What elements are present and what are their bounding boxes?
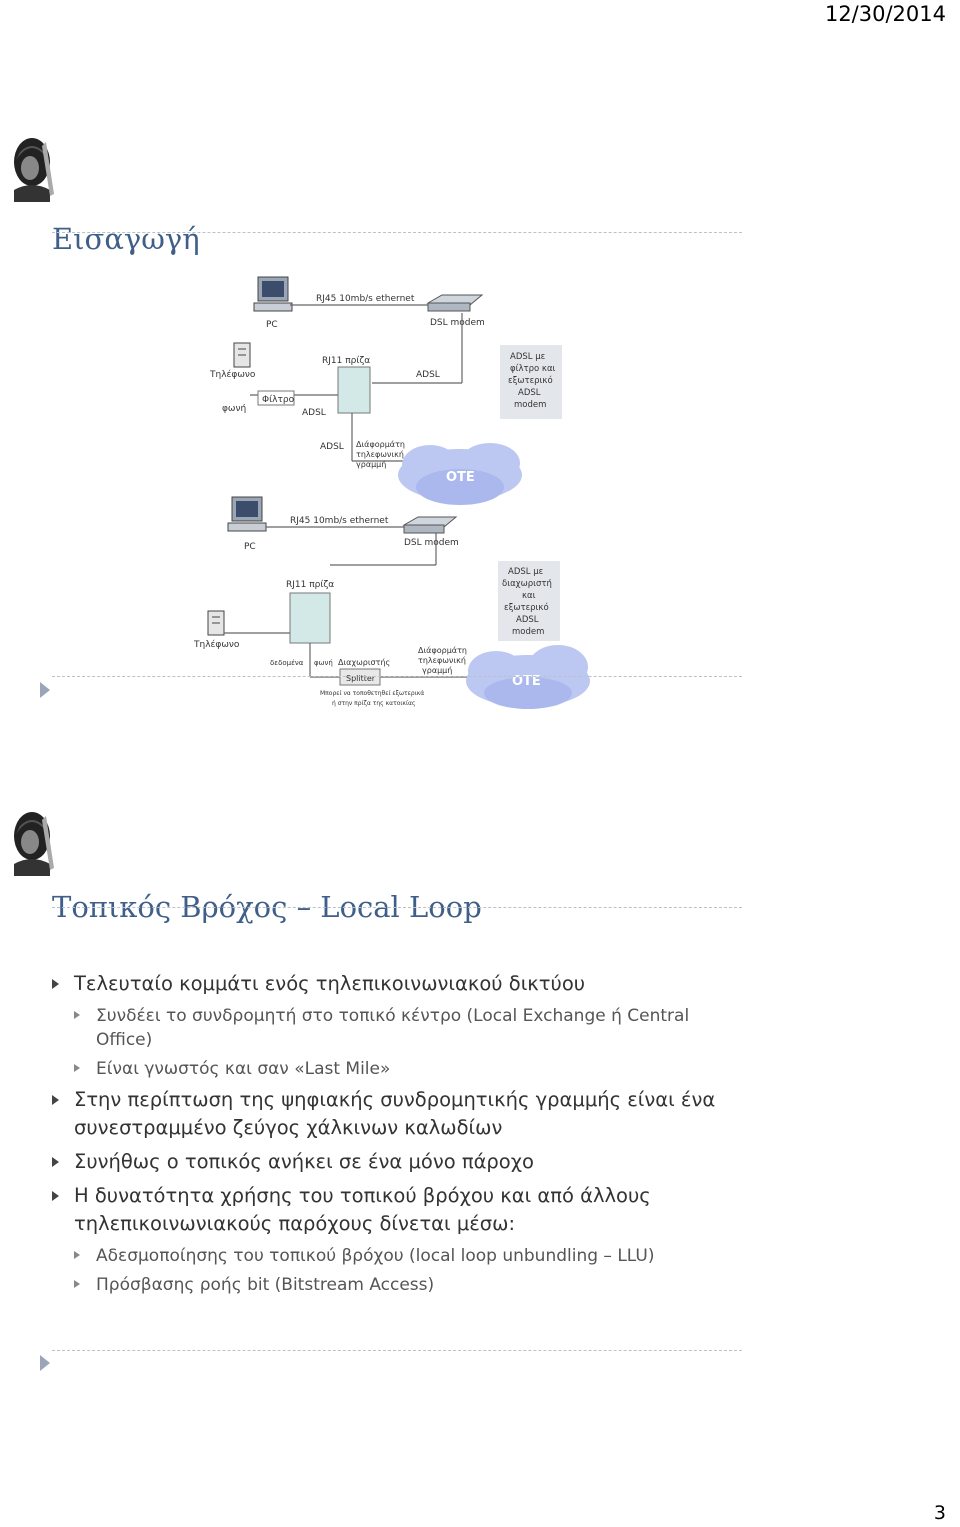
note-line-4: ADSL: [518, 388, 541, 398]
dsl-modem-label: DSL modem: [404, 538, 459, 548]
slide-footer-divider: [52, 676, 742, 677]
phone-label: Τηλέφωνο: [193, 639, 240, 650]
slide-1-title: Εισαγωγή: [52, 222, 200, 256]
splitter-note-line-2: ή στην πρίζα της κατοικίας: [332, 700, 415, 707]
bullet-triangle-icon: [52, 1095, 59, 1105]
ote-cloud-label: OTE: [512, 674, 541, 689]
bullet-triangle-icon: [52, 1191, 59, 1201]
splitter-label: Splitter: [346, 674, 376, 683]
bullet-triangle-icon: [52, 979, 59, 989]
page-number: 3: [933, 1502, 946, 1524]
note-line-2: φίλτρο και: [510, 364, 556, 374]
title-divider: [52, 907, 742, 908]
note-line-6: modem: [512, 627, 544, 637]
rj11-socket-icon: [289, 592, 331, 644]
adsl-bottom-label: ADSL: [320, 442, 344, 452]
ote-cloud-label: OTE: [446, 470, 475, 485]
pc-label: PC: [266, 320, 278, 330]
splitter-note-line-1: Μπορεί να τοποθετηθεί εξωτερικά: [320, 690, 424, 697]
note-line-4: εξωτερικό: [504, 602, 549, 613]
bullet-item: Τελευταίο κομμάτι ενός τηλεπικοινωνιακού…: [50, 970, 740, 998]
dsl-modem-label: DSL modem: [430, 318, 485, 328]
bullet-triangle-icon: [74, 1064, 80, 1072]
note-line-3: και: [522, 591, 536, 601]
ote-cloud-icon: [466, 645, 590, 709]
twisted-pair-line-1: Διάφορμάτη: [418, 646, 467, 655]
rj11-socket-icon: [337, 366, 371, 414]
note-line-5: modem: [514, 400, 546, 410]
bullet-triangle-icon: [52, 1157, 59, 1167]
bullet-list: Τελευταίο κομμάτι ενός τηλεπικοινωνιακού…: [50, 970, 740, 1302]
adsl-line-label: ADSL: [416, 370, 440, 380]
title-divider: [52, 232, 742, 233]
pc-label: PC: [244, 542, 256, 552]
data-label: δεδομένα: [270, 659, 304, 667]
bullet-triangle-icon: [74, 1251, 80, 1259]
twisted-pair-line-3: γραμμή: [356, 460, 386, 469]
adsl-small-label: ADSL: [302, 408, 326, 418]
phone-label: Τηλέφωνο: [209, 369, 256, 380]
bullet-item: Στην περίπτωση της ψηφιακής συνδρομητική…: [50, 1086, 740, 1142]
bullet-triangle-icon: [74, 1011, 80, 1019]
pc-icon: [227, 496, 267, 532]
sub-bullet-item: Είναι γνωστός και σαν «Last Mile»: [50, 1057, 740, 1081]
bottom-diagram: PC RJ45 10mb/s ethernet DSL modem RJ11 π…: [193, 496, 590, 709]
twisted-pair-line-2: τηλεφωνική: [356, 450, 404, 459]
note-line-3: εξωτερικό: [508, 375, 553, 386]
pc-icon: [253, 276, 293, 312]
slide-marker-icon: [40, 1355, 50, 1371]
sub-bullet-item: Συνδέει το συνδρομητή στο τοπικό κέντρο …: [50, 1004, 740, 1052]
dsl-modem-icon: [402, 516, 458, 534]
twisted-pair-line-1: Διάφορμάτη: [356, 440, 405, 449]
note-line-2: διαχωριστή: [502, 579, 552, 589]
note-line-1: ADSL με: [508, 567, 544, 577]
voice-label: φωνή: [314, 659, 333, 667]
dsl-modem-icon: [426, 294, 484, 312]
bullet-item: Η δυνατότητα χρήσης του τοπικού βρόχου κ…: [50, 1182, 740, 1238]
voice-label: φωνή: [222, 404, 246, 414]
splitter-caption: Διαχωριστής: [338, 658, 390, 667]
date-header: 12/30/2014: [824, 2, 946, 26]
slide-marker-icon: [40, 682, 50, 698]
filter-label: Φίλτρο: [262, 395, 295, 405]
filter-icon: [257, 390, 295, 406]
ote-cloud-icon: [398, 443, 522, 505]
note-box: [498, 561, 560, 641]
rj45-label: RJ45 10mb/s ethernet: [316, 294, 415, 304]
slide-footer-divider: [52, 1350, 742, 1351]
note-box: [500, 345, 562, 419]
twisted-pair-line-2: τηλεφωνική: [418, 656, 466, 665]
note-line-5: ADSL: [516, 615, 539, 625]
twisted-pair-line-3: γραμμή: [422, 666, 452, 675]
sub-bullet-item: Αδεσμοποίησης του τοπικού βρόχου (local …: [50, 1244, 740, 1268]
university-logo-icon: [6, 132, 58, 204]
note-line-1: ADSL με: [510, 352, 546, 362]
top-diagram: PC RJ45 10mb/s ethernet DSL modem ADSL R…: [209, 276, 562, 505]
rj11-label: RJ11 πρίζα: [322, 356, 370, 366]
university-logo-icon: [6, 806, 58, 878]
adsl-diagram: PC RJ45 10mb/s ethernet DSL modem ADSL R…: [193, 276, 590, 709]
rj45-label: RJ45 10mb/s ethernet: [290, 516, 389, 526]
sub-bullet-item: Πρόσβασης ροής bit (Bitstream Access): [50, 1273, 740, 1297]
bullet-item: Συνήθως ο τοπικός ανήκει σε ένα μόνο πάρ…: [50, 1148, 740, 1176]
rj11-label: RJ11 πρίζα: [286, 580, 334, 590]
bullet-triangle-icon: [74, 1280, 80, 1288]
